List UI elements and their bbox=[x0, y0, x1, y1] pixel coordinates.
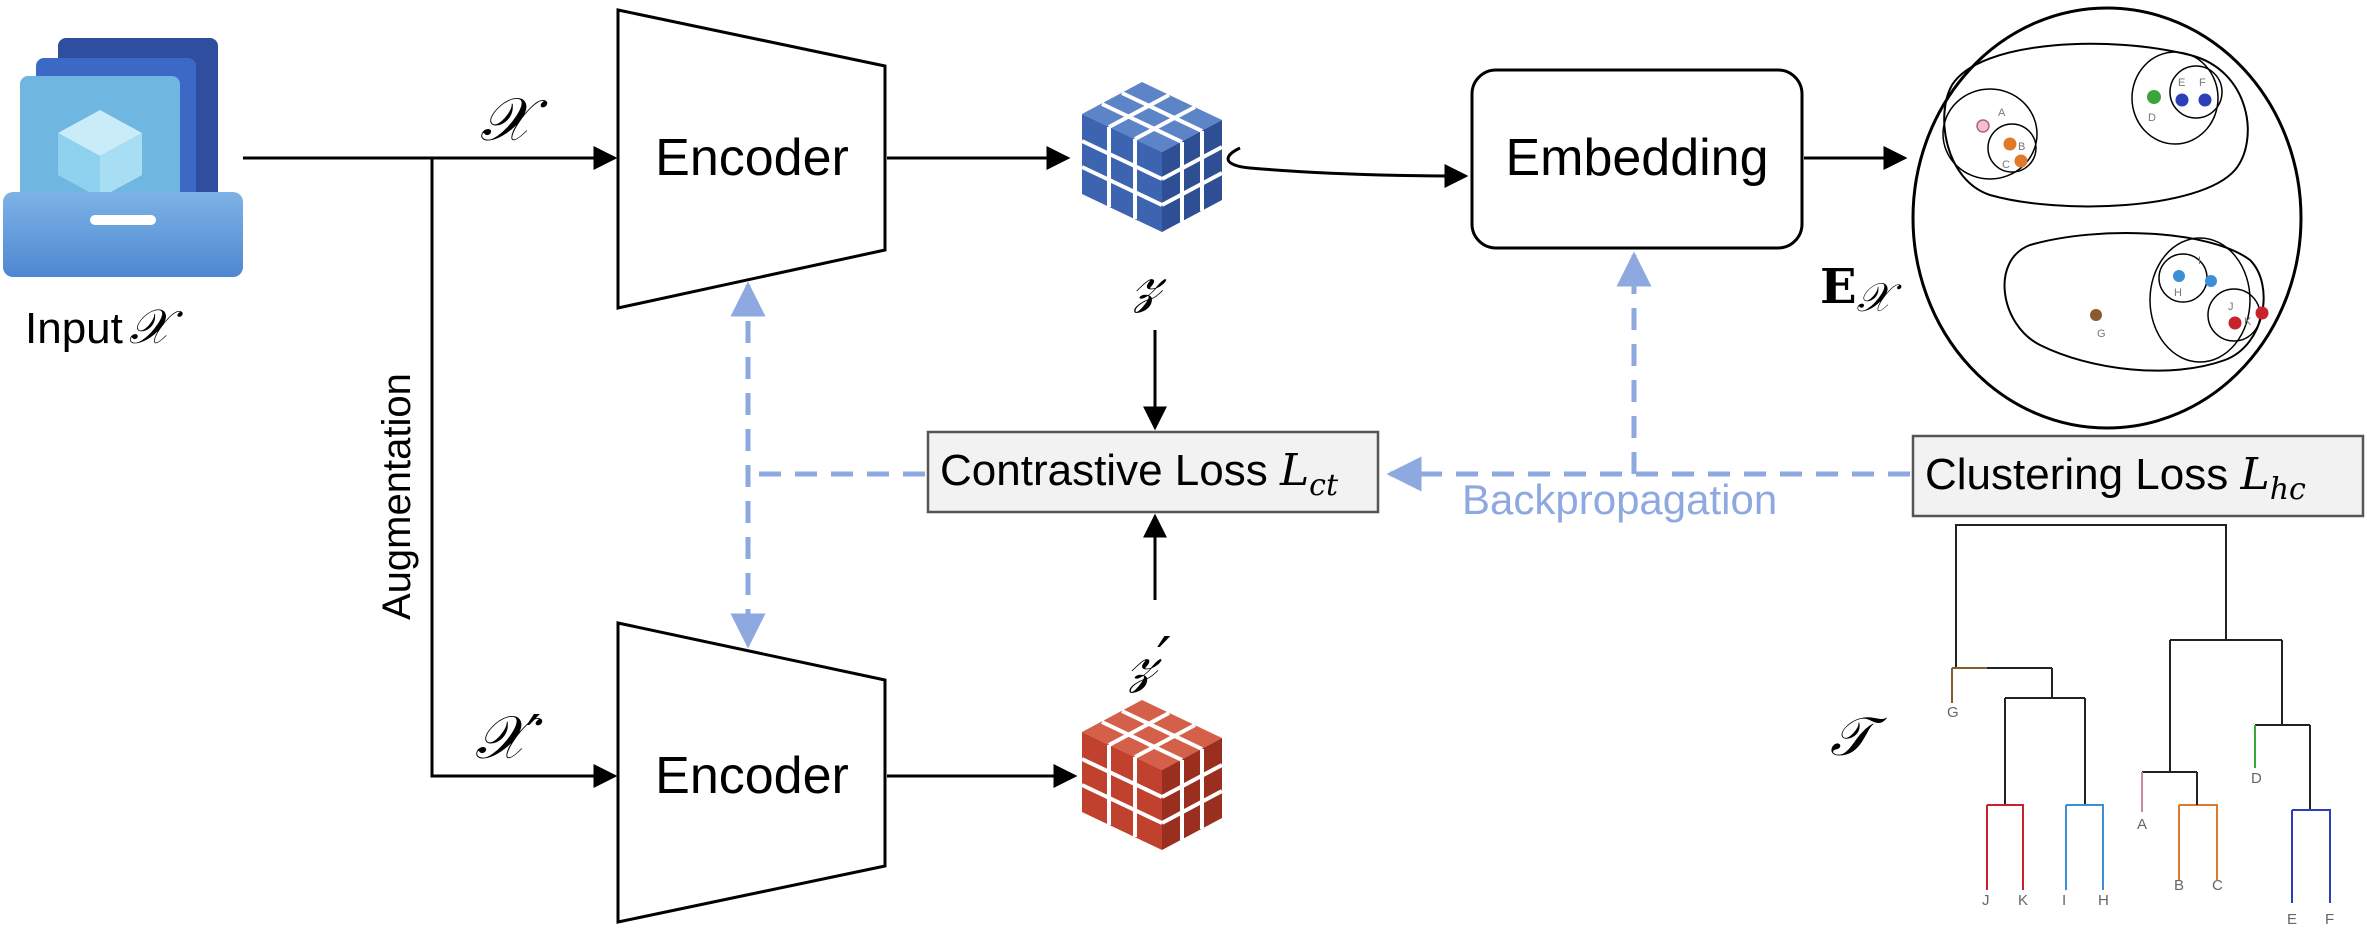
backprop-label: Backpropagation bbox=[1462, 476, 1777, 523]
point-E-label: E bbox=[2178, 77, 2185, 89]
point-J-label: J bbox=[2228, 301, 2234, 313]
encoder-top-label: Encoder bbox=[655, 129, 849, 187]
leaf-G: G bbox=[1947, 704, 1959, 721]
leaf-J: J bbox=[1982, 892, 1990, 909]
point-I bbox=[2205, 275, 2217, 287]
point-H bbox=[2173, 270, 2185, 282]
point-A-label: A bbox=[1998, 107, 2006, 119]
encoder-bottom: Encoder bbox=[616, 621, 887, 924]
z-to-embedding-arrow bbox=[1226, 146, 1469, 188]
augmentation-label: Augmentation bbox=[375, 373, 419, 620]
encoder-bottom-label: Encoder bbox=[655, 747, 849, 805]
point-C-label: C bbox=[2002, 159, 2010, 171]
point-G-label: G bbox=[2097, 328, 2106, 340]
point-F-label: F bbox=[2199, 77, 2206, 89]
leaf-H: H bbox=[2098, 892, 2109, 909]
leaf-F: F bbox=[2325, 911, 2334, 928]
backprop-paths bbox=[730, 251, 1910, 649]
embedding-space: A B C D E F G H I J K bbox=[1911, 6, 2303, 430]
point-H-label: H bbox=[2174, 287, 2182, 299]
contrastive-loss-box: Contrastive Loss Lct bbox=[926, 430, 1380, 514]
leaf-C: C bbox=[2212, 877, 2223, 894]
leaf-B: B bbox=[2174, 877, 2184, 894]
dendrogram bbox=[1951, 524, 2331, 903]
leaf-A: A bbox=[2137, 816, 2147, 833]
point-K bbox=[2255, 306, 2269, 320]
input-stack-icon bbox=[3, 38, 243, 277]
embedding-label: Embedding bbox=[1505, 129, 1768, 187]
cluster-points: A B C D E F G H I J K bbox=[1976, 77, 2269, 340]
point-G bbox=[2090, 309, 2102, 321]
point-B bbox=[2003, 137, 2017, 151]
embedding-box: Embedding bbox=[1470, 68, 1804, 250]
point-F bbox=[2198, 93, 2212, 107]
point-K-label: K bbox=[2244, 316, 2252, 328]
leaf-D: D bbox=[2251, 770, 2262, 787]
embedding-output-symbol: E𝒳 bbox=[1820, 259, 1903, 321]
tree-symbol: 𝒯 bbox=[1830, 705, 1887, 768]
x-prime-symbol: 𝒳′ bbox=[475, 703, 543, 773]
leaf-K: K bbox=[2018, 892, 2028, 909]
point-C bbox=[2014, 154, 2028, 168]
point-J bbox=[2228, 316, 2242, 330]
point-D-label: D bbox=[2148, 112, 2156, 124]
leaf-E: E bbox=[2287, 911, 2297, 928]
latent-cube-bottom-icon bbox=[1081, 700, 1223, 850]
augmentation-arrow bbox=[430, 158, 618, 788]
dendrogram-leaf-labels: G D A J K I H B C E F bbox=[1947, 704, 2334, 928]
point-A bbox=[1976, 119, 1990, 133]
z-symbol: 𝓏 bbox=[1133, 245, 1167, 315]
point-I-label: I bbox=[2198, 255, 2201, 267]
contrastive-loss-label: Contrastive Loss Lct bbox=[940, 445, 1339, 503]
x-symbol: 𝒳 bbox=[480, 85, 548, 155]
latent-cube-top-icon bbox=[1081, 82, 1223, 232]
z-prime-symbol: 𝓏′ bbox=[1128, 625, 1171, 695]
point-D bbox=[2147, 90, 2161, 104]
cube-glyph-icon bbox=[58, 110, 142, 198]
clustering-loss-box: Clustering Loss Lhc bbox=[1911, 434, 2365, 518]
leaf-I: I bbox=[2062, 892, 2066, 909]
clustering-loss-label: Clustering Loss Lhc bbox=[1925, 449, 2306, 507]
encoder-top: Encoder bbox=[616, 8, 887, 310]
point-B-label: B bbox=[2018, 141, 2025, 153]
point-E bbox=[2175, 93, 2189, 107]
